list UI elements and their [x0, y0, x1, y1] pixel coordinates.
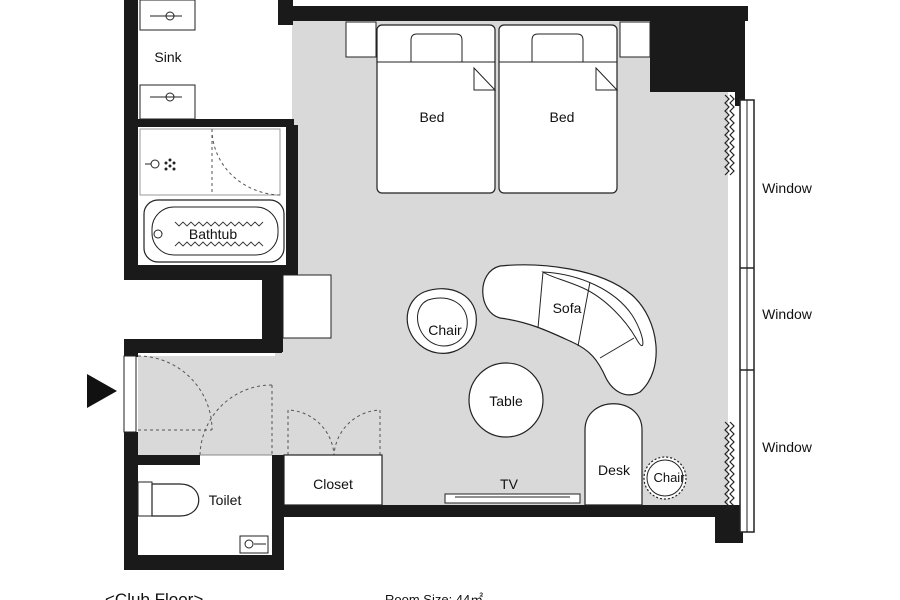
window-label-bottom: Window: [762, 439, 813, 455]
desk-label: Desk: [598, 462, 631, 478]
toilet-room: Toilet: [137, 465, 272, 555]
armchair: Chair: [406, 288, 477, 354]
corridor-cabinet: [282, 274, 332, 339]
entrance-arrow-icon: [87, 374, 117, 408]
armchair-label: Chair: [428, 322, 462, 338]
walls: [124, 0, 748, 570]
wall-top-corner: [278, 0, 293, 25]
wall-sink-divider: [124, 119, 294, 127]
wall-corridor-top: [124, 339, 282, 353]
shower-icon: [145, 158, 176, 171]
tv-label: TV: [500, 476, 519, 492]
desk-chair-label: Chair: [653, 470, 685, 485]
table-label: Table: [489, 393, 523, 409]
curtains: [724, 94, 735, 511]
sofa-label: Sofa: [553, 300, 582, 316]
wall-toilet-top: [124, 455, 200, 465]
bed-left-label: Bed: [420, 109, 445, 125]
beds: Bed Bed: [345, 21, 651, 194]
closet: Closet: [283, 409, 383, 506]
bed-right-label: Bed: [550, 109, 575, 125]
sink-area: Sink: [139, 0, 196, 120]
wall-bottom: [272, 505, 727, 517]
table: Table: [468, 362, 544, 438]
tv-unit: TV: [444, 476, 581, 504]
wall-bath-right: [286, 125, 298, 272]
living-area: Chair Sofa Table Desk Chair TV: [406, 264, 687, 506]
window-labels: Window Window Window: [762, 180, 813, 455]
wall-corridor-vertical: [262, 272, 283, 352]
window-label-top: Window: [762, 180, 813, 196]
bathtub-label: Bathtub: [189, 226, 237, 242]
bathroom: Bathtub: [138, 127, 286, 265]
wall-left-bath: [124, 0, 138, 280]
window-frames: [739, 99, 755, 533]
bed-left: [376, 24, 496, 194]
wall-right: [735, 6, 745, 106]
sofa: Sofa: [482, 264, 657, 396]
wall-toilet-bottom: [124, 555, 284, 570]
wall-top: [278, 6, 748, 21]
nightstand-left: [345, 21, 377, 58]
wall-entrance-lower: [124, 432, 138, 570]
desk-chair: Chair: [643, 456, 687, 500]
wall-bath-bottom: [124, 265, 298, 280]
window-label-mid: Window: [762, 306, 813, 322]
room-size: Room Size: 44㎡: [385, 592, 483, 600]
wall-entrance-upper: [124, 339, 138, 357]
entrance: [87, 355, 273, 456]
toilet-label: Toilet: [209, 492, 242, 508]
curtain-top: [724, 94, 730, 176]
sink-label: Sink: [154, 49, 182, 65]
bed-right: [498, 24, 618, 194]
closet-label: Closet: [313, 476, 353, 492]
wall-column: [650, 6, 735, 92]
floor-title: <Club Floor>: [105, 590, 203, 600]
nightstand-right: [619, 21, 651, 58]
footer: <Club Floor> Room Size: 44㎡: [105, 590, 483, 600]
curtain-bottom: [724, 421, 730, 511]
desk: Desk: [584, 403, 643, 506]
